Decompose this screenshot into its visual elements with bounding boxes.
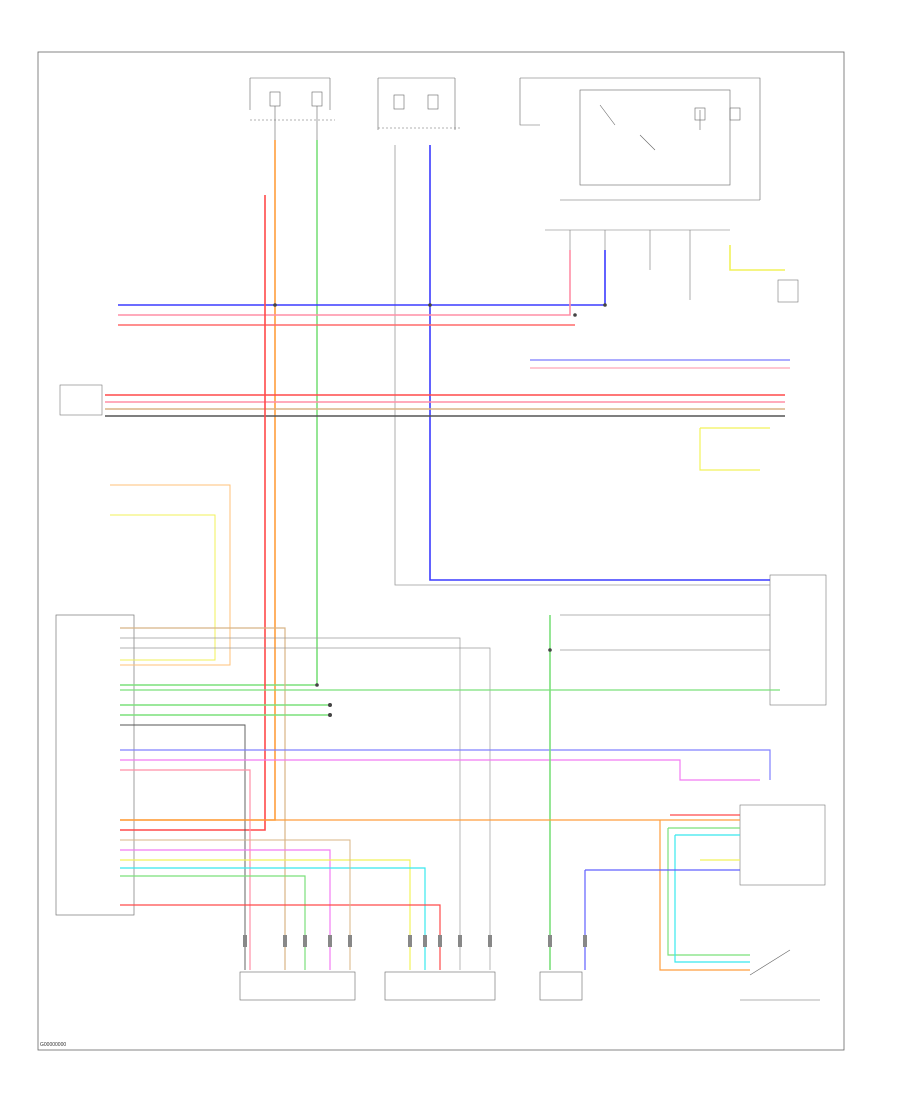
wire-gray-main bbox=[394, 145, 770, 586]
wire-orange-lower bbox=[120, 819, 750, 971]
wire-yellow-right-box bbox=[699, 427, 770, 471]
relay-block-right bbox=[519, 77, 761, 201]
wire-yellow-upper-right bbox=[729, 245, 785, 271]
wire-blue-upper bbox=[118, 250, 606, 306]
wire-blue-lower bbox=[120, 749, 771, 780]
wire-magenta-lower bbox=[120, 759, 760, 781]
wire-tan-bottom bbox=[120, 839, 351, 970]
wire-red-bottom bbox=[120, 904, 441, 970]
fuse-block-left bbox=[249, 77, 335, 140]
wire-gray-ctrl1 bbox=[120, 637, 461, 970]
junction-dots bbox=[273, 303, 607, 717]
wire-green-right bbox=[667, 827, 750, 956]
diagram-border bbox=[37, 51, 845, 1051]
right-actuator-box bbox=[739, 804, 826, 886]
wire-yellow-left bbox=[110, 514, 216, 661]
wire-yellow-bottom bbox=[120, 859, 411, 970]
wire-gray-dark bbox=[120, 724, 246, 970]
wire-blue-right-lower bbox=[584, 869, 740, 970]
connector-group-upper-right bbox=[545, 229, 799, 303]
wire-cyan-right bbox=[674, 834, 750, 963]
wire-green-bottom bbox=[120, 875, 306, 970]
front-hvac-control-box bbox=[55, 614, 135, 916]
right-switch-box bbox=[769, 574, 827, 706]
figure-id: G00000000 bbox=[40, 1042, 66, 1048]
left-door-connector bbox=[59, 384, 103, 416]
bottom-components bbox=[239, 949, 820, 1001]
wire-gray-ctrl2 bbox=[120, 647, 491, 970]
wire-cyan-bottom bbox=[120, 867, 426, 970]
wire-lightorange-left bbox=[110, 484, 231, 666]
wire-blue-main bbox=[429, 145, 770, 581]
fuse-block-center bbox=[377, 77, 460, 130]
wire-pink-lower bbox=[120, 769, 251, 970]
wire-red-second bbox=[120, 195, 266, 831]
wire-orange-main bbox=[120, 140, 276, 821]
wire-magenta-bottom bbox=[120, 849, 331, 970]
wire-green-main bbox=[120, 140, 318, 686]
wire-pink-upper bbox=[118, 250, 571, 316]
wire-tan-ctrl bbox=[120, 627, 286, 970]
wire-harness bbox=[105, 140, 790, 971]
terminal-markers bbox=[243, 935, 587, 947]
